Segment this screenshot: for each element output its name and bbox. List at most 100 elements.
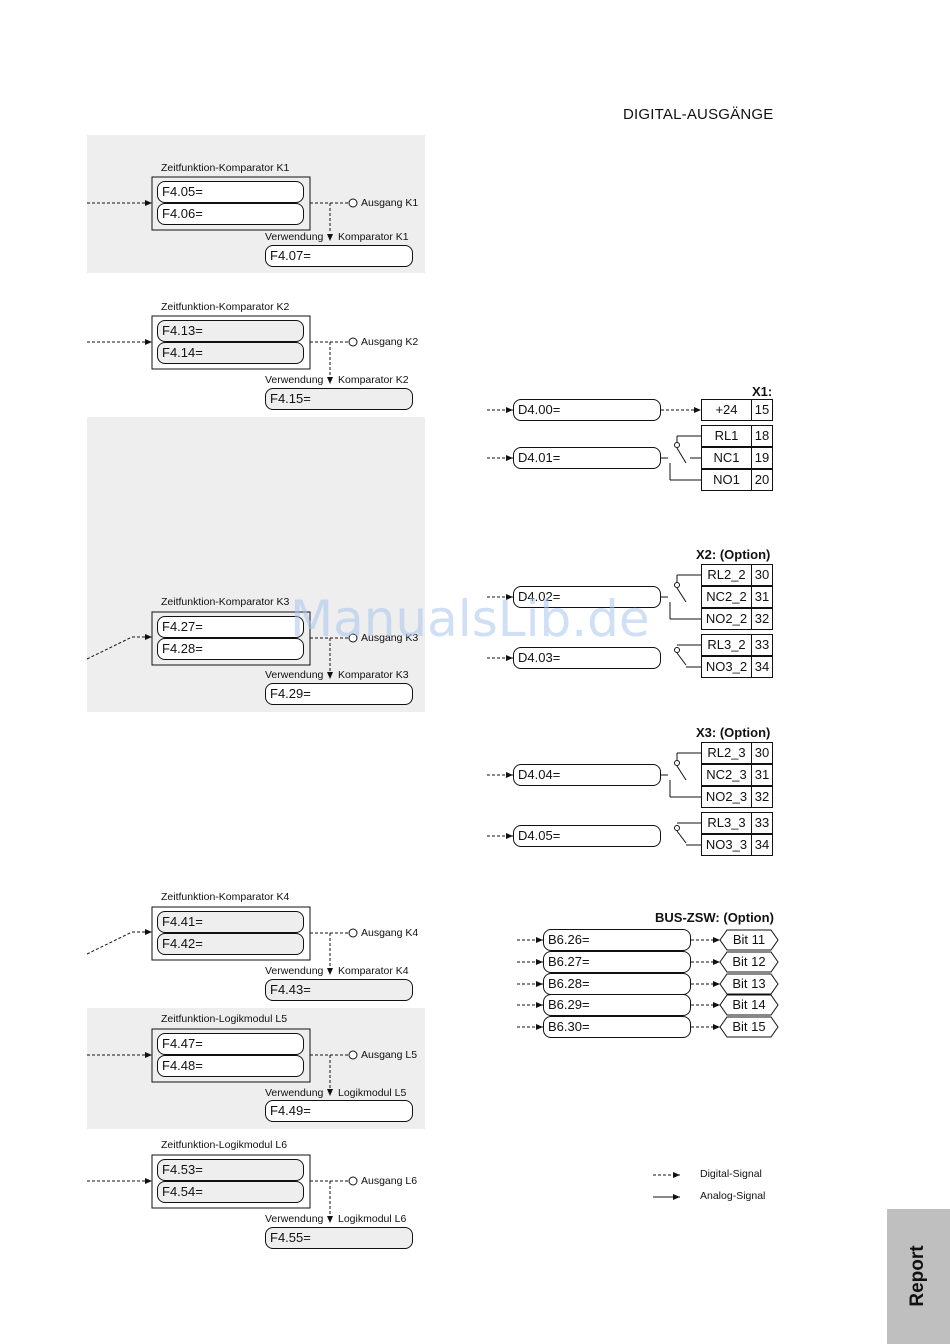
arrow-head bbox=[713, 937, 720, 943]
output-param-field[interactable]: D4.04= bbox=[513, 764, 661, 786]
report-side-tab[interactable] bbox=[887, 1209, 950, 1344]
terminal-name: RL2_2 bbox=[701, 564, 752, 586]
terminal-title: X1: bbox=[752, 384, 773, 399]
bus-param-field[interactable]: B6.30= bbox=[543, 1016, 691, 1038]
param-field[interactable]: F4.14= bbox=[157, 342, 304, 364]
bus-param-field[interactable]: B6.27= bbox=[543, 951, 691, 973]
use-param-field[interactable]: F4.07= bbox=[265, 245, 413, 267]
report-tab-label: Report bbox=[907, 1245, 928, 1307]
arrow-head bbox=[506, 772, 513, 778]
output-label: Ausgang L6 bbox=[361, 1175, 418, 1187]
use-target-label: Komparator K1 bbox=[338, 231, 409, 243]
arrow-head bbox=[145, 929, 152, 935]
arrow-head bbox=[327, 1089, 333, 1096]
output-param-field[interactable]: D4.05= bbox=[513, 825, 661, 847]
output-param-field[interactable]: D4.01= bbox=[513, 447, 661, 469]
digital-wire bbox=[86, 931, 133, 955]
arrow-head bbox=[713, 981, 720, 987]
bus-param-field[interactable]: B6.26= bbox=[543, 929, 691, 951]
output-param-field[interactable]: D4.00= bbox=[513, 399, 661, 421]
contact-pivot bbox=[674, 442, 680, 448]
page-title: DIGITAL-AUSGÄNGE bbox=[623, 106, 774, 123]
arrow-head bbox=[694, 407, 701, 413]
use-param-field[interactable]: F4.15= bbox=[265, 388, 413, 410]
terminal-name: +24 bbox=[701, 399, 752, 421]
param-field[interactable]: F4.53= bbox=[157, 1159, 304, 1181]
terminal-pin: 32 bbox=[751, 786, 773, 808]
terminal-name: NO3_2 bbox=[701, 656, 752, 678]
param-field[interactable]: F4.54= bbox=[157, 1181, 304, 1203]
arrow-head bbox=[536, 937, 543, 943]
output-terminal-circle bbox=[348, 337, 358, 347]
arrow-head bbox=[506, 655, 513, 661]
contact-pivot bbox=[674, 825, 680, 831]
arrow-head bbox=[145, 634, 152, 640]
legend-digital-label: Digital-Signal bbox=[700, 1168, 762, 1180]
param-field[interactable]: F4.41= bbox=[157, 911, 304, 933]
arrow-head bbox=[506, 455, 513, 461]
param-field[interactable]: F4.27= bbox=[157, 616, 304, 638]
terminal-name: RL2_3 bbox=[701, 742, 752, 764]
param-field[interactable]: F4.05= bbox=[157, 181, 304, 203]
param-field[interactable]: F4.47= bbox=[157, 1033, 304, 1055]
terminal-pin: 34 bbox=[751, 834, 773, 856]
arrow-head bbox=[327, 377, 333, 384]
use-label: Verwendung bbox=[265, 965, 324, 977]
arrow-head bbox=[327, 234, 333, 241]
output-label: Ausgang K3 bbox=[361, 632, 419, 644]
use-param-field[interactable]: F4.49= bbox=[265, 1100, 413, 1122]
output-param-field[interactable]: D4.02= bbox=[513, 586, 661, 608]
bus-param-field[interactable]: B6.29= bbox=[543, 994, 691, 1016]
use-label: Verwendung bbox=[265, 374, 324, 386]
wire bbox=[676, 652, 687, 666]
comparator-title: Zeitfunktion-Komparator K4 bbox=[161, 891, 290, 903]
param-field[interactable]: F4.48= bbox=[157, 1055, 304, 1077]
digital-wire bbox=[86, 636, 133, 660]
bus-param-field[interactable]: B6.28= bbox=[543, 973, 691, 995]
arrow-head bbox=[713, 1002, 720, 1008]
arrow-head bbox=[327, 672, 333, 679]
terminal-name: NO2_3 bbox=[701, 786, 752, 808]
use-label: Verwendung bbox=[265, 1213, 324, 1225]
terminal-title: X3: (Option) bbox=[696, 725, 771, 740]
arrow-head bbox=[713, 959, 720, 965]
output-label: Ausgang K4 bbox=[361, 927, 419, 939]
use-label: Verwendung bbox=[265, 669, 324, 681]
bus-title: BUS-ZSW: (Option) bbox=[655, 910, 774, 925]
param-field[interactable]: F4.28= bbox=[157, 638, 304, 660]
contact-pivot bbox=[674, 647, 680, 653]
comparator-title: Zeitfunktion-Logikmodul L5 bbox=[161, 1013, 288, 1025]
output-terminal-circle bbox=[348, 1050, 358, 1060]
terminal-name: NC2_3 bbox=[701, 764, 752, 786]
arrow-head bbox=[145, 1052, 152, 1058]
param-field[interactable]: F4.42= bbox=[157, 933, 304, 955]
use-param-field[interactable]: F4.43= bbox=[265, 979, 413, 1001]
watermark: ManualsLib.de bbox=[290, 590, 650, 648]
wire bbox=[676, 830, 687, 844]
arrow-head bbox=[536, 1002, 543, 1008]
terminal-pin: 33 bbox=[751, 812, 773, 834]
bus-bit-label: Bit 12 bbox=[732, 954, 766, 969]
output-param-field[interactable]: D4.03= bbox=[513, 647, 661, 669]
comparator-title: Zeitfunktion-Logikmodul L6 bbox=[161, 1139, 288, 1151]
bus-bit-label: Bit 15 bbox=[732, 1019, 766, 1034]
terminal-pin: 15 bbox=[751, 399, 773, 421]
param-field[interactable]: F4.06= bbox=[157, 203, 304, 225]
use-param-field[interactable]: F4.29= bbox=[265, 683, 413, 705]
use-label: Verwendung bbox=[265, 1087, 324, 1099]
bit-tag-shape bbox=[719, 1016, 779, 1038]
arrow-head bbox=[506, 594, 513, 600]
arrow-head bbox=[536, 981, 543, 987]
arrow-head bbox=[713, 1024, 720, 1030]
arrow-head bbox=[506, 833, 513, 839]
output-label: Ausgang K1 bbox=[361, 197, 419, 209]
comparator-title: Zeitfunktion-Komparator K1 bbox=[161, 162, 290, 174]
use-param-field[interactable]: F4.55= bbox=[265, 1227, 413, 1249]
panel-k3 bbox=[87, 417, 425, 712]
param-field[interactable]: F4.13= bbox=[157, 320, 304, 342]
terminal-name: RL3_3 bbox=[701, 812, 752, 834]
arrow-head bbox=[327, 1216, 333, 1223]
arrow-head bbox=[506, 407, 513, 413]
